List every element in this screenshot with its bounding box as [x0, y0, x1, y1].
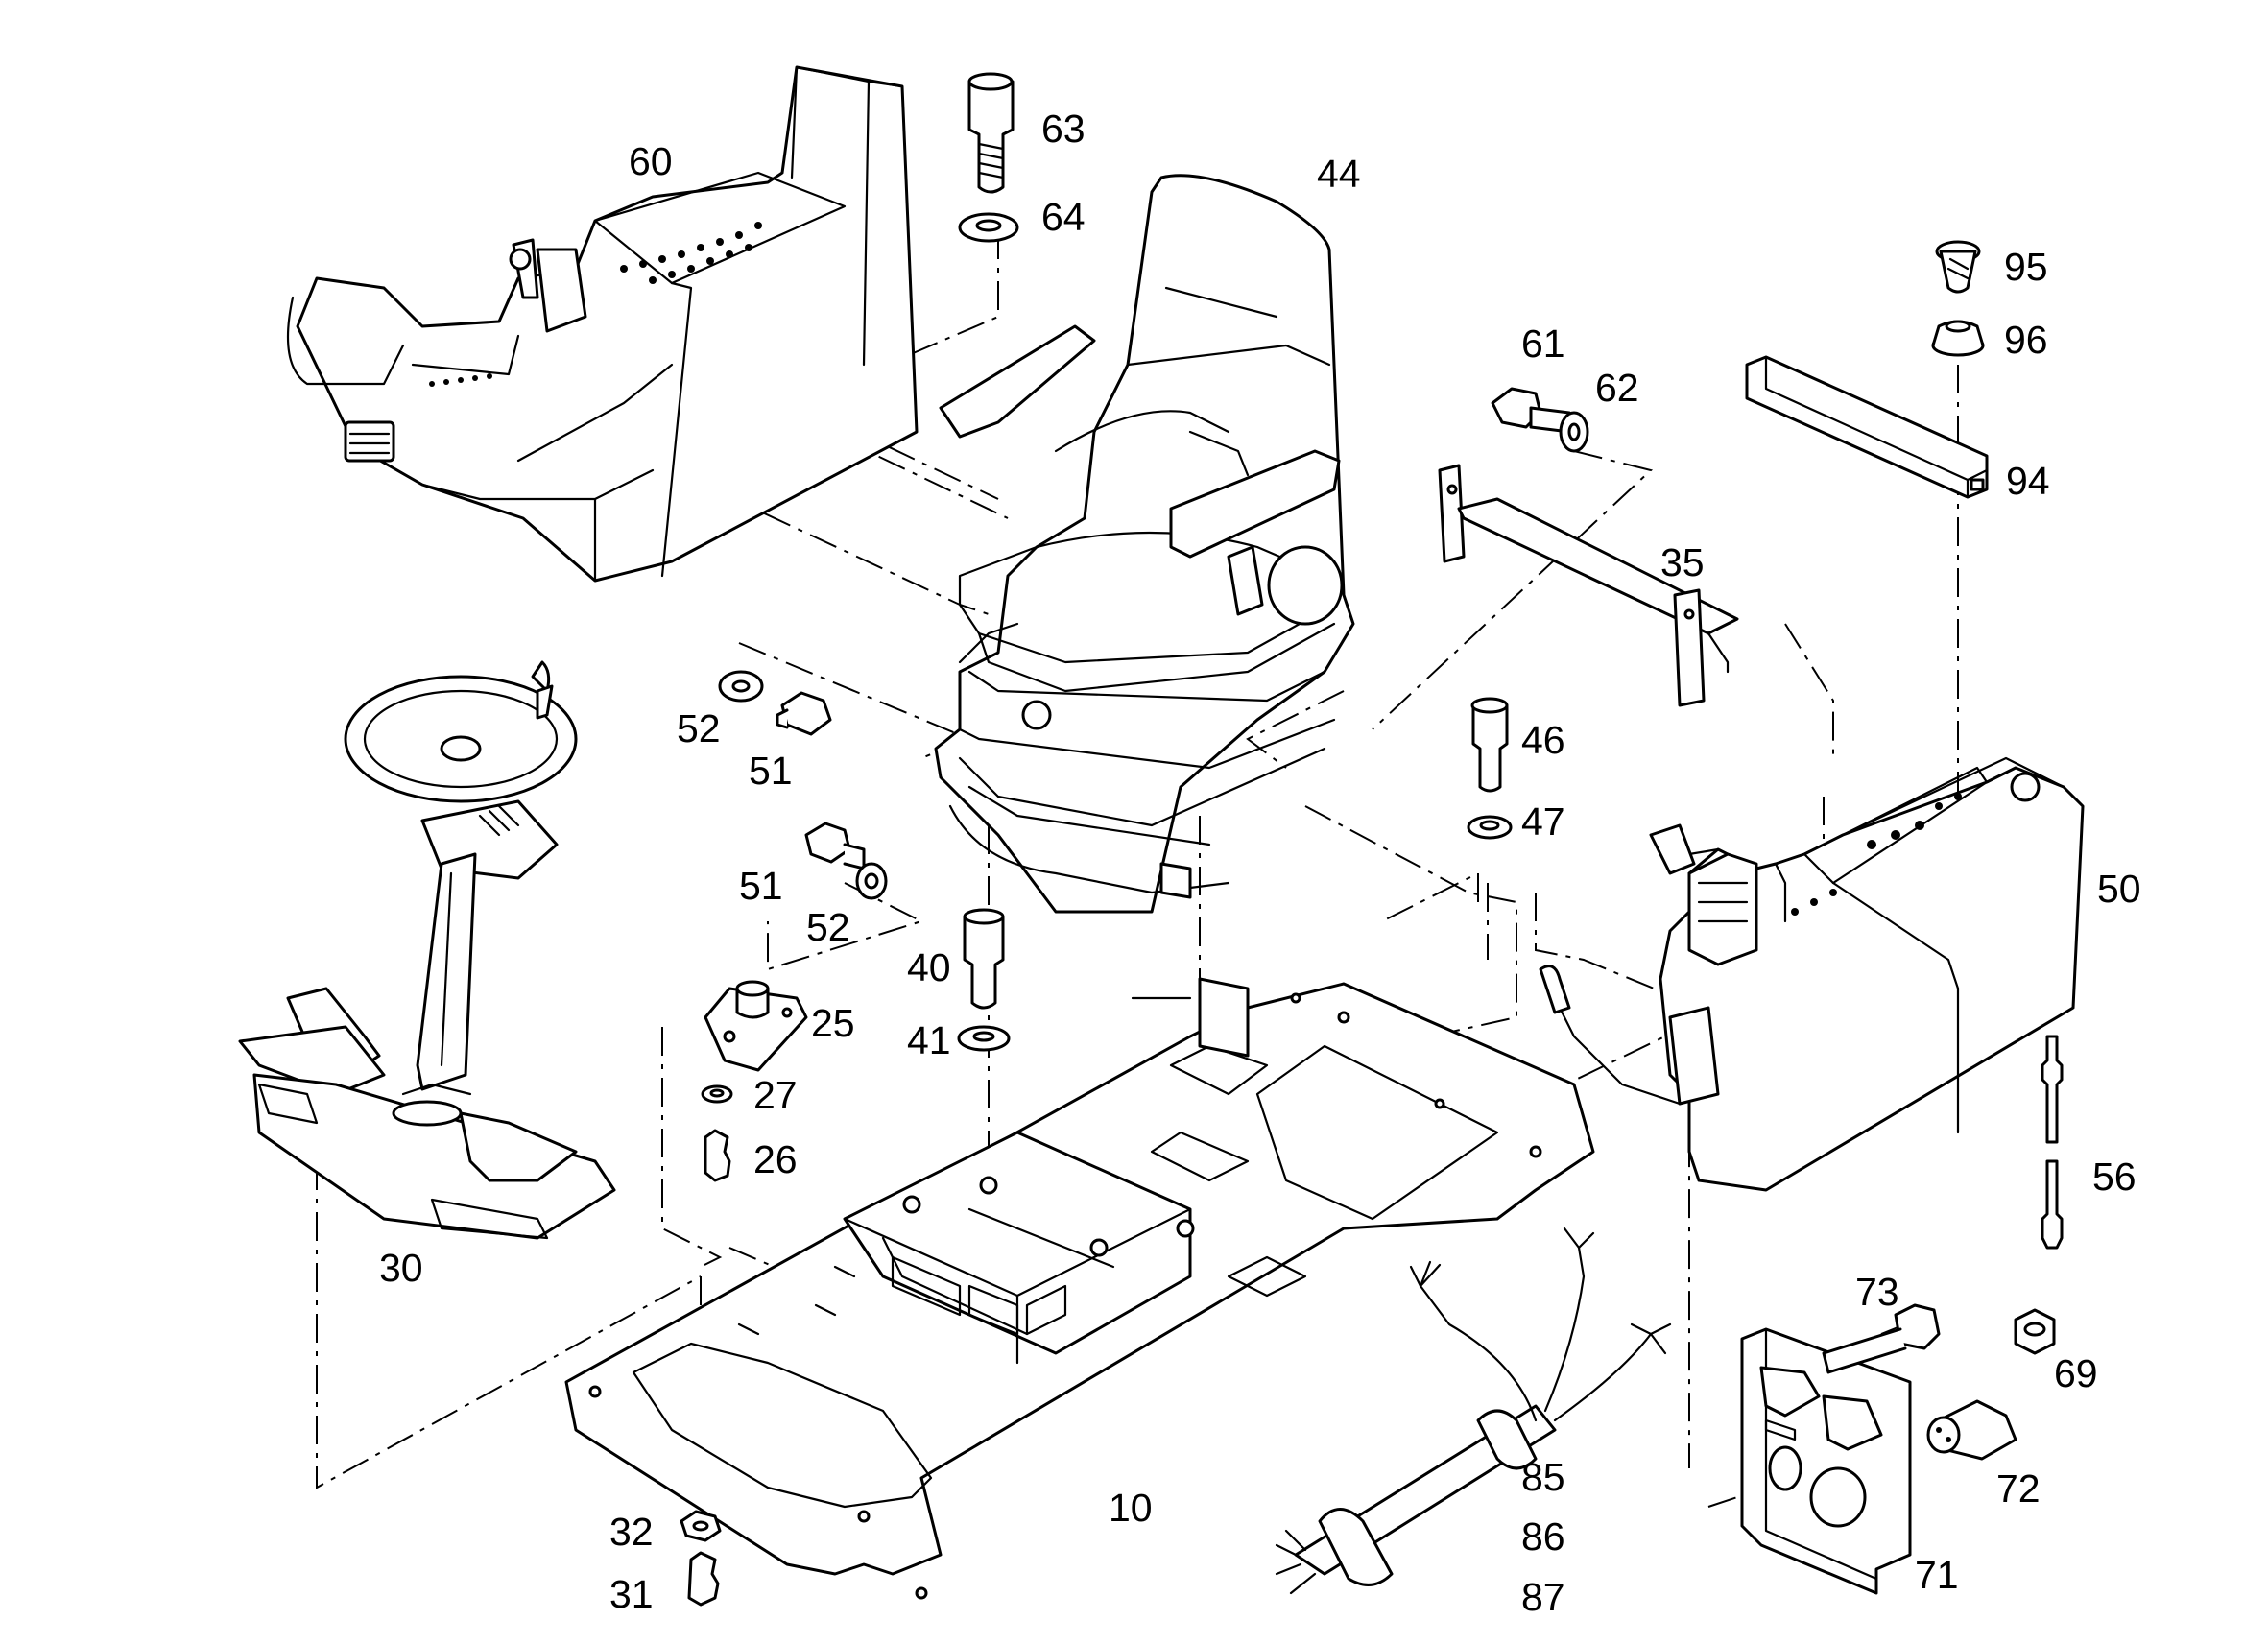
callout-61: 61 [1521, 322, 1565, 366]
callout-62: 62 [1595, 366, 1639, 410]
stop-25 [704, 980, 808, 1072]
callout-41: 41 [907, 1018, 951, 1062]
washer-62 [1559, 411, 1589, 453]
washer-41 [957, 1025, 1011, 1052]
callout-30: 30 [379, 1246, 423, 1290]
left-control-console [286, 65, 919, 583]
plug-69 [2014, 1308, 2056, 1355]
washer-27 [701, 1084, 733, 1104]
callout-52-upper: 52 [677, 706, 721, 751]
washer-52-lower [855, 862, 888, 900]
bolt-26 [704, 1129, 731, 1182]
callout-25: 25 [811, 1001, 855, 1045]
bar-94 [1745, 355, 1989, 499]
callout-60: 60 [629, 139, 673, 183]
callout-51-upper: 51 [749, 749, 793, 793]
callout-32: 32 [609, 1510, 654, 1554]
callout-63: 63 [1041, 107, 1086, 151]
washer-47 [1467, 815, 1513, 840]
callout-64: 64 [1041, 195, 1086, 239]
callout-86: 86 [1521, 1514, 1565, 1559]
callout-26: 26 [753, 1137, 798, 1181]
controller-box [843, 1131, 1195, 1365]
callout-51-lower: 51 [739, 864, 783, 908]
bolt-61 [1491, 387, 1571, 434]
callout-56: 56 [2092, 1155, 2137, 1199]
callout-72: 72 [1996, 1466, 2041, 1511]
pin-56 [2041, 1035, 2064, 1250]
callout-44: 44 [1317, 152, 1361, 196]
callout-27: 27 [753, 1073, 798, 1117]
callout-31: 31 [609, 1572, 654, 1616]
callout-10: 10 [1109, 1486, 1153, 1530]
callout-71: 71 [1915, 1553, 1959, 1597]
callout-87: 87 [1521, 1575, 1565, 1619]
operator-seat [934, 174, 1355, 914]
washer-64 [958, 212, 1019, 243]
cable-harness [1275, 1227, 1672, 1595]
bolt-51-upper [776, 691, 832, 736]
connector-72 [1926, 1399, 2017, 1461]
callout-40: 40 [907, 945, 951, 989]
washer-52-upper [718, 670, 764, 703]
screw-95 [1935, 240, 1981, 294]
callout-50: 50 [2097, 867, 2141, 911]
callout-52-lower: 52 [806, 905, 850, 949]
bolt-40 [963, 908, 1005, 1010]
console-buttons [429, 222, 762, 387]
connector-panel [1740, 1327, 1912, 1595]
nut-32 [680, 1510, 722, 1542]
callout-35: 35 [1660, 540, 1705, 584]
callout-labels: 60 63 64 44 95 96 61 62 94 35 52 51 46 4… [379, 107, 2141, 1619]
callout-95: 95 [2004, 245, 2048, 289]
callout-96: 96 [2004, 318, 2048, 362]
washer-96 [1931, 320, 1985, 357]
bolt-31 [687, 1551, 720, 1607]
steering-column-assembly [238, 660, 616, 1240]
bracket-35 [1438, 464, 1739, 707]
callout-69: 69 [2054, 1351, 2098, 1395]
callout-47: 47 [1521, 799, 1565, 844]
bolt-46 [1470, 697, 1509, 793]
callout-46: 46 [1521, 718, 1565, 762]
screw-73 [1822, 1303, 1941, 1374]
bolt-63 [967, 72, 1015, 194]
bolt-51-lower [804, 822, 866, 870]
callout-85: 85 [1521, 1455, 1565, 1499]
callout-94: 94 [2006, 459, 2050, 503]
callout-73: 73 [1855, 1270, 1899, 1314]
right-control-console [1539, 756, 2085, 1192]
